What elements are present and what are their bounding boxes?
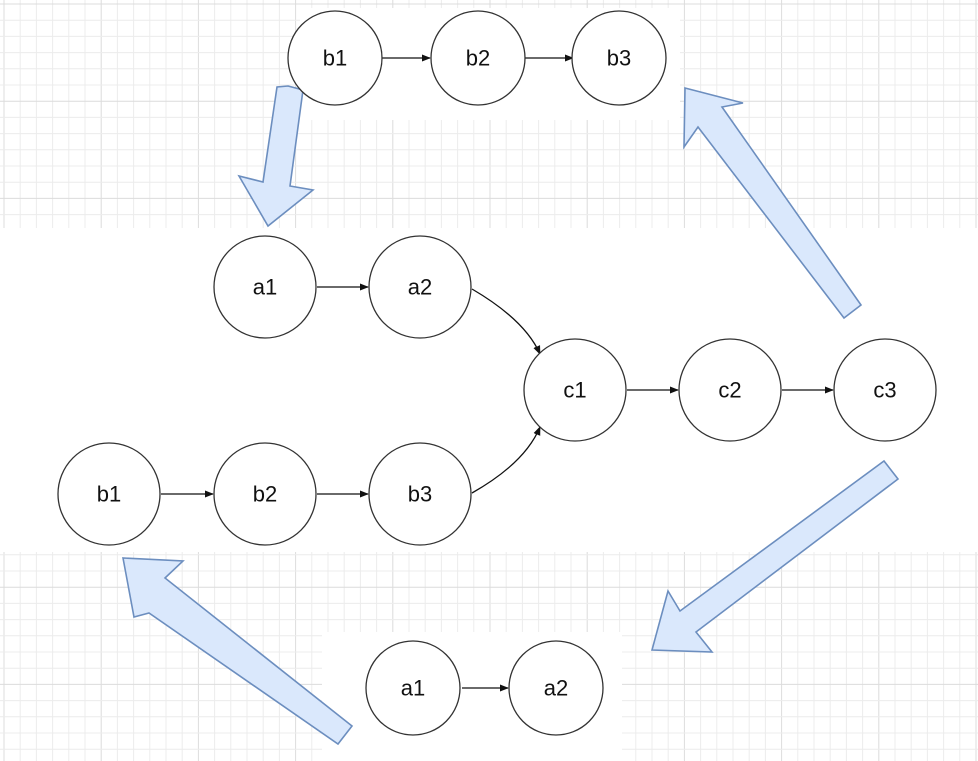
nodes: b1 b2 b3 a1 a2 c1 c2 c3: [57, 10, 937, 736]
node-top-b2[interactable]: b2: [430, 10, 526, 106]
node-label: b2: [253, 482, 277, 507]
node-mid-b3[interactable]: b3: [368, 442, 472, 546]
node-mid-c2[interactable]: c2: [678, 338, 782, 442]
node-label: c1: [563, 378, 586, 403]
node-label: a2: [408, 275, 432, 300]
node-mid-b2[interactable]: b2: [213, 442, 317, 546]
node-label: b1: [97, 482, 121, 507]
node-bot-a1[interactable]: a1: [365, 640, 461, 736]
node-label: a1: [401, 676, 425, 701]
node-mid-a2[interactable]: a2: [368, 235, 472, 339]
flow-arrow-top-to-middle: [237, 85, 315, 228]
node-top-b1[interactable]: b1: [287, 10, 383, 106]
node-top-b3[interactable]: b3: [571, 10, 667, 106]
edges: [161, 54, 834, 692]
node-label: a1: [253, 275, 277, 300]
flow-arrow-bottom-to-b1: [122, 557, 354, 746]
node-label: a2: [544, 676, 568, 701]
node-mid-a1[interactable]: a1: [213, 235, 317, 339]
node-label: c3: [873, 378, 896, 403]
flow-arrow-c3-to-top: [683, 86, 863, 320]
node-bot-a2[interactable]: a2: [508, 640, 604, 736]
node-mid-c3[interactable]: c3: [833, 338, 937, 442]
node-mid-b1[interactable]: b1: [57, 442, 161, 546]
node-label: c2: [718, 378, 741, 403]
node-label: b1: [323, 46, 347, 71]
node-mid-c1[interactable]: c1: [523, 338, 627, 442]
edge-mid-b3-c1: [471, 426, 541, 494]
node-label: b3: [607, 46, 631, 71]
flow-arrows: [122, 85, 900, 746]
flow-arrow-c3-to-bottom: [650, 459, 900, 653]
edge-mid-a2-c1: [471, 288, 541, 355]
background-panels: [0, 8, 978, 761]
node-label: b2: [466, 46, 490, 71]
node-label: b3: [408, 482, 432, 507]
